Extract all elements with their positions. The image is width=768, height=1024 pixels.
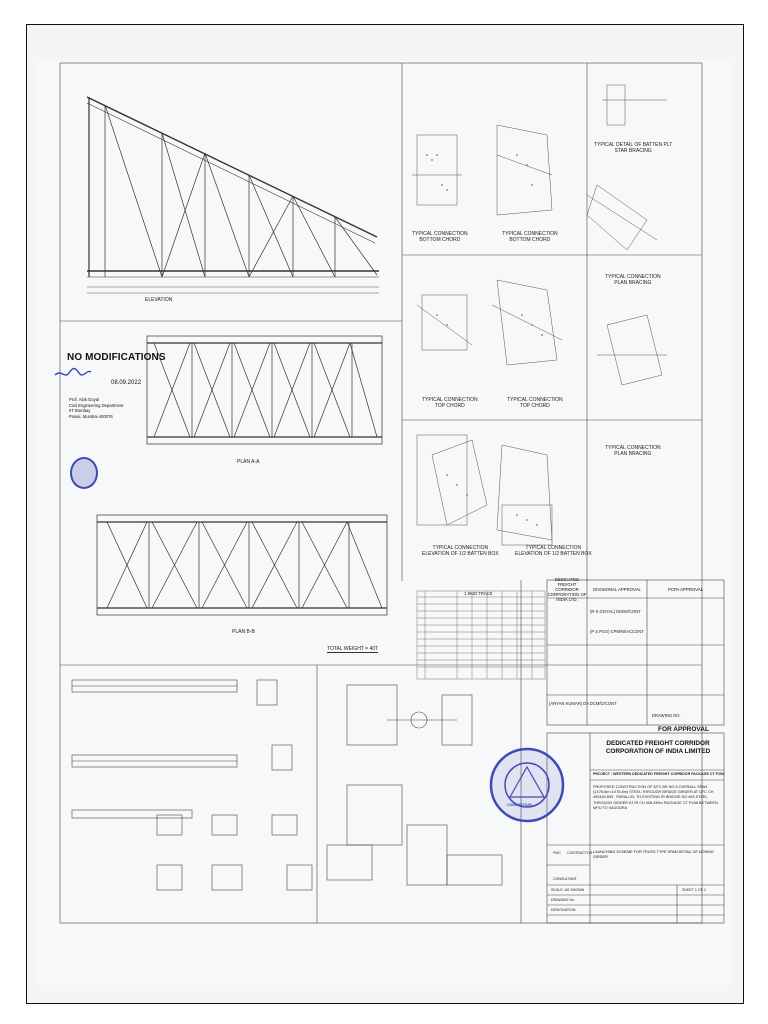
title-block-sheet: SHEET 1 OF 1 <box>682 888 706 892</box>
connection-details <box>412 84 667 546</box>
approval-drawing-no: DRAWING NO. <box>652 713 681 718</box>
approval-grid <box>546 579 725 726</box>
approval-box: DEDICATED FREIGHT CORRIDOR CORPORATION O… <box>547 577 724 725</box>
title-block-designation: DESIGNATION <box>551 908 576 912</box>
for-approval-label: FOR APPROVAL <box>658 726 709 733</box>
title-block-project: PROJECT : WESTERN DEDICATED FREIGHT CORR… <box>593 772 725 776</box>
paper-background <box>37 61 733 985</box>
drawing-frame <box>59 62 703 924</box>
engineering-drawing <box>54 62 725 924</box>
title-block-org: DEDICATED FREIGHT CORRIDOR CORPORATION O… <box>605 740 711 755</box>
approval-col-3: PCPA APPROVAL <box>668 586 703 592</box>
plan-b-label: PLAN B-B <box>232 629 255 635</box>
approval-col-1: DEDICATED FREIGHT CORRIDOR CORPORATION O… <box>547 577 587 602</box>
plan-b-truss <box>96 514 388 616</box>
signature-date: 08.09.2022 <box>111 380 142 386</box>
title-block-grid <box>546 732 725 924</box>
approver-name-1: (R K GOYAL) DM/W/CONT <box>590 609 641 614</box>
plan-a-label: PLAN A-A <box>237 459 260 465</box>
consortium-seal-text: CONSORTIUM <box>507 803 532 807</box>
round-stamp <box>70 457 98 489</box>
approver-name-3: (ARYAN KUMAR) DY.DCM/G/CONT <box>549 701 617 706</box>
elevation-truss <box>86 96 379 294</box>
approver-name-2: (P S PGS) CPM/W/ACCONT <box>590 629 644 634</box>
steel-table-title: 1 SKID TRACK <box>464 591 493 596</box>
total-weight-label: TOTAL WEIGHT = 40T <box>327 646 379 653</box>
plan-a-truss <box>146 335 383 445</box>
title-block-contractor: CONTRACTOR <box>567 851 593 855</box>
title-block-drawing-no: DRAWING No. <box>551 898 575 902</box>
title-block-pmc: PMC <box>553 851 561 855</box>
drawing-sheet: ELEVATION PLAN A-A PLAN B-B TOTAL WEIGHT… <box>26 24 744 1004</box>
elevation-label: ELEVATION <box>145 297 173 303</box>
steel-table-grid <box>416 590 546 680</box>
signer-block: Prof. Alok Goyal Civil Engineering Depar… <box>69 397 124 419</box>
no-modifications-heading: NO MODIFICATIONS <box>67 352 166 363</box>
approval-col-2: DIVISIONAL APPROVAL <box>593 586 641 592</box>
nosing-girder-details <box>71 679 503 891</box>
title-block-consultant: CONSULTANT <box>553 877 577 881</box>
signature <box>54 367 92 376</box>
title-block-description: PROPOSED CONSTRUCTION OF DFC BR NO 6 OVE… <box>593 785 718 810</box>
bolt-dots <box>426 154 543 526</box>
title-block-scale: SCALE: AS SHOWN <box>551 888 585 892</box>
consortium-seal <box>489 747 565 823</box>
title-block-title: LAUNCHING SCHEME FOR TRUSS TYPE SPAN DET… <box>593 850 714 860</box>
